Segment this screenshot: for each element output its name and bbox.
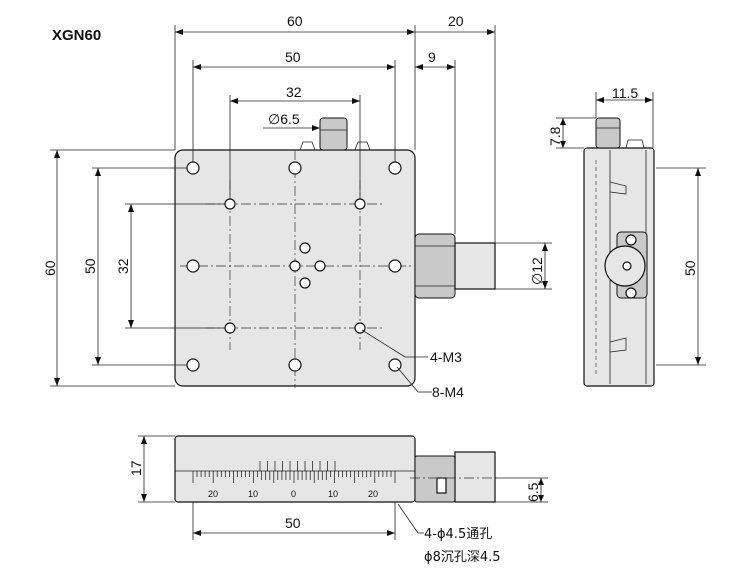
callout-8-m4: 8-M4 xyxy=(432,384,464,400)
front-micrometer-thimble xyxy=(454,451,496,503)
model-title: XGN60 xyxy=(52,27,101,44)
dim-dia-6-5: ∅6.5 xyxy=(268,111,300,127)
dim-side-11-5: 11.5 xyxy=(612,85,638,101)
scale-label: 10 xyxy=(328,489,338,499)
dim-height-60: 60 xyxy=(42,260,58,276)
m3-holes xyxy=(224,198,366,334)
callout-4-m3: 4-M3 xyxy=(430,349,462,365)
dim-knob-20: 20 xyxy=(448,13,464,29)
dim-height-50: 50 xyxy=(82,258,98,274)
dim-offset-9: 9 xyxy=(428,49,436,65)
side-micrometer xyxy=(604,231,648,299)
center-holes xyxy=(289,242,326,289)
callout-counterbore: ϕ8沉孔深4.5 xyxy=(424,550,501,565)
dim-top-50: 50 xyxy=(285,49,301,65)
lock-screw-top xyxy=(319,117,348,151)
scale-label: 10 xyxy=(248,489,258,499)
side-lock-knob xyxy=(595,117,621,149)
dim-thick-17: 17 xyxy=(128,460,144,476)
dim-side-7-8: 7.8 xyxy=(547,126,563,146)
dim-inner-32: 32 xyxy=(286,84,302,100)
scale-ticks xyxy=(192,461,396,483)
front-micrometer-collar xyxy=(414,455,456,503)
dim-dia-12: ∅12 xyxy=(529,257,545,285)
scale-label: 20 xyxy=(208,489,218,499)
callout-through-hole: 4-ϕ4.5通孔 xyxy=(424,527,492,542)
dim-top-60: 60 xyxy=(287,13,303,29)
scale-label: 0 xyxy=(291,489,296,499)
micrometer-thimble xyxy=(454,242,496,290)
micrometer-collar xyxy=(414,233,456,299)
dim-side-50: 50 xyxy=(682,260,698,276)
dim-thread-6-5: 6.5 xyxy=(525,482,541,502)
dim-bottom-50: 50 xyxy=(285,515,301,531)
scale-label: 20 xyxy=(368,489,378,499)
dim-height-32: 32 xyxy=(115,258,131,274)
